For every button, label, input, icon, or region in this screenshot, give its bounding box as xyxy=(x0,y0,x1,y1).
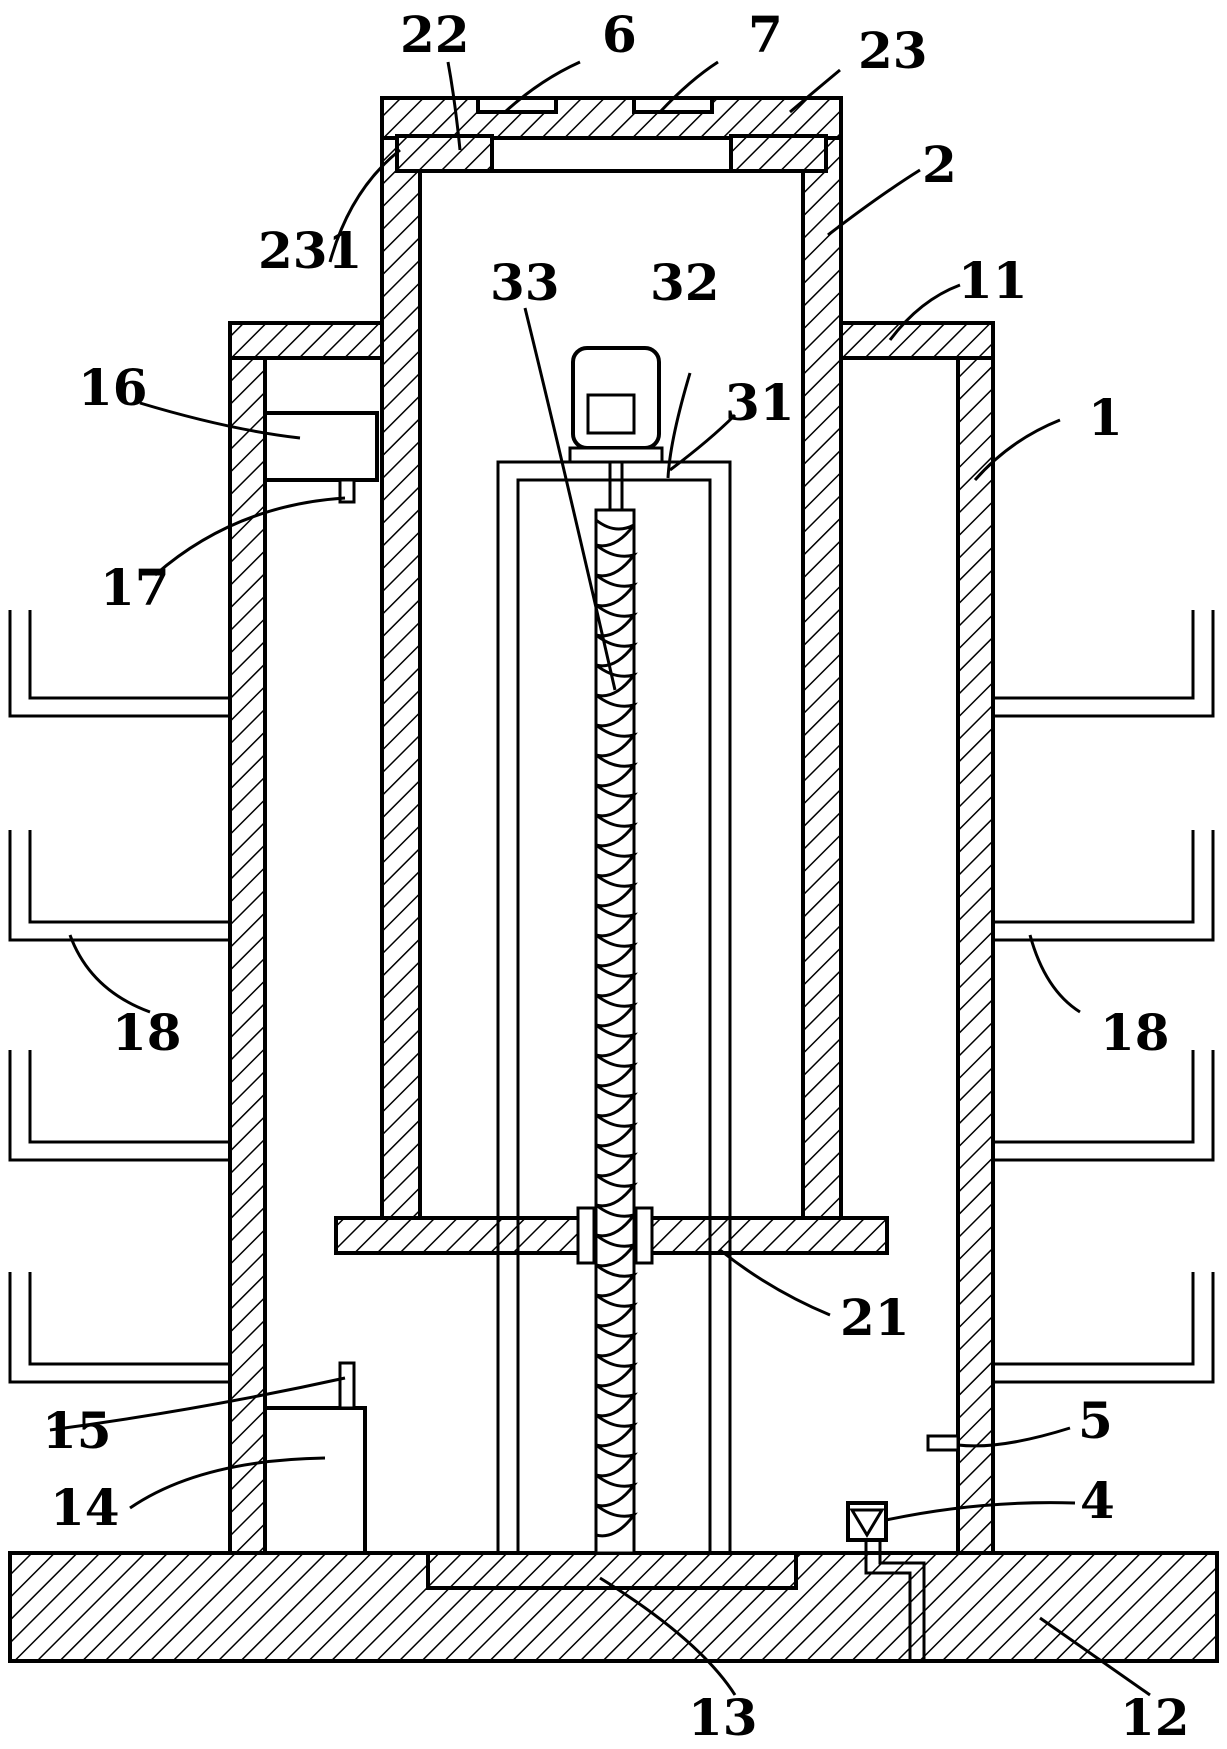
label-1: 1 xyxy=(1088,388,1123,447)
nozzle-15 xyxy=(340,1363,354,1408)
label-22: 22 xyxy=(400,5,470,64)
label-12: 12 xyxy=(1120,1688,1190,1747)
ring-22-right xyxy=(731,136,826,171)
outer-top-left xyxy=(230,323,382,358)
inner-left-wall xyxy=(382,138,420,1218)
label-13: 13 xyxy=(688,1688,758,1747)
label-231: 231 xyxy=(258,221,362,280)
outer-top-right-11 xyxy=(841,323,993,358)
label-16: 16 xyxy=(78,358,148,417)
recess-plate-13 xyxy=(428,1553,796,1588)
label-4: 4 xyxy=(1080,1471,1115,1530)
label-18-right: 18 xyxy=(1100,1003,1170,1062)
label-11: 11 xyxy=(958,251,1028,310)
ring-22 xyxy=(397,136,492,171)
label-6: 6 xyxy=(602,5,637,64)
outer-right-wall xyxy=(958,358,993,1553)
valve-4 xyxy=(848,1503,886,1540)
label-17: 17 xyxy=(100,558,170,617)
box-16 xyxy=(265,413,377,480)
sensor-5 xyxy=(928,1436,958,1450)
label-21: 21 xyxy=(840,1288,910,1347)
lid-23 xyxy=(382,98,841,138)
inner-right-wall xyxy=(803,138,841,1218)
label-5: 5 xyxy=(1078,1391,1113,1450)
label-32: 32 xyxy=(650,253,720,312)
base-12 xyxy=(10,1540,1217,1661)
label-31: 31 xyxy=(725,373,795,432)
outer-left-wall xyxy=(230,358,265,1553)
box-14 xyxy=(265,1408,365,1553)
label-7: 7 xyxy=(748,5,783,64)
label-2: 2 xyxy=(922,135,957,194)
label-18-left: 18 xyxy=(112,1003,182,1062)
shelves-18-right xyxy=(993,610,1213,1382)
label-33: 33 xyxy=(490,253,560,312)
label-14: 14 xyxy=(50,1478,120,1537)
label-15: 15 xyxy=(42,1401,112,1460)
label-23: 23 xyxy=(858,21,928,80)
